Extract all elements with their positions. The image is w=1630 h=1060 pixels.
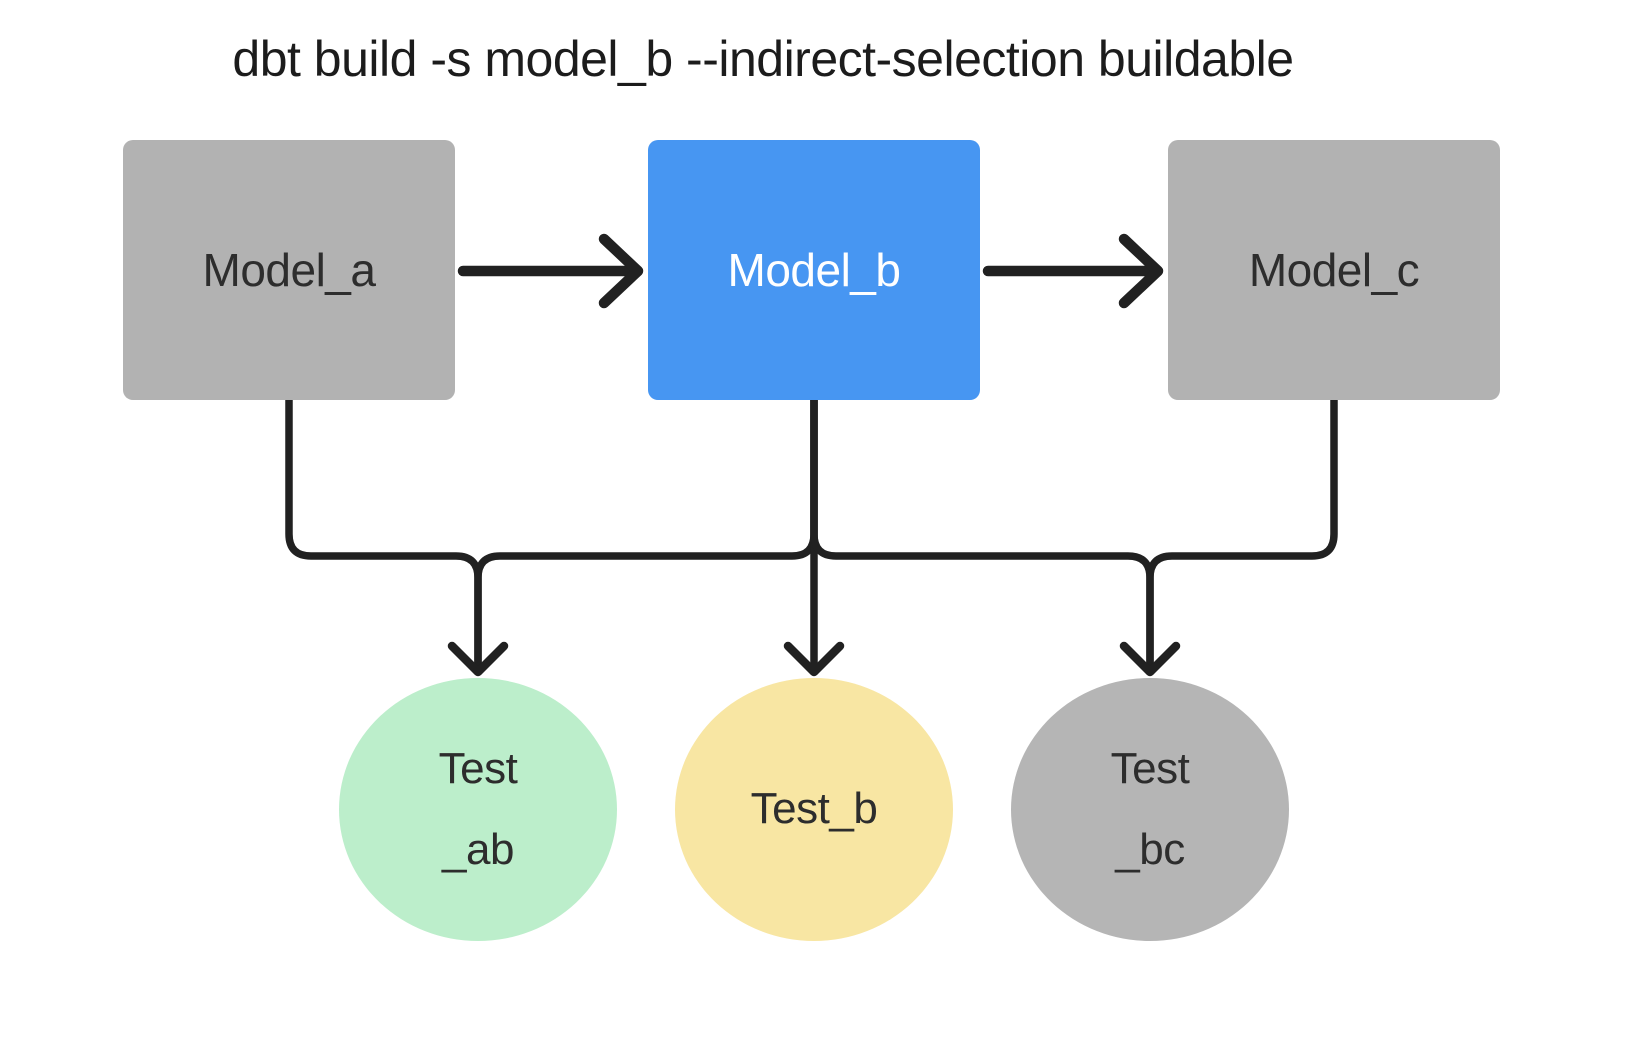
arrowhead-test-ab xyxy=(447,641,509,677)
node-model-b-label: Model_b xyxy=(727,244,901,296)
node-model-a-label: Model_a xyxy=(202,244,376,296)
arrowhead-test-b xyxy=(783,641,845,677)
node-test-ab: Test _ab xyxy=(339,678,617,941)
node-test-b: Test_b xyxy=(675,678,953,941)
node-model-a: Model_a xyxy=(123,140,455,400)
node-model-c-label: Model_c xyxy=(1248,244,1420,296)
node-test-ab-label-line2: _ab xyxy=(442,824,514,874)
arrowhead-model-a-to-model-b xyxy=(598,233,644,309)
node-model-b: Model_b xyxy=(648,140,980,400)
node-test-b-label-line1: Test_b xyxy=(750,784,878,834)
arrowhead-model-b-to-model-c xyxy=(1118,233,1164,309)
node-test-ab-label-line1: Test xyxy=(438,744,518,794)
node-test-bc: Test _bc xyxy=(1011,678,1289,941)
edge-model-b-to-test-bc xyxy=(810,396,1154,668)
edge-model-c-to-test-bc xyxy=(1146,396,1338,668)
edge-model-a-to-test-ab xyxy=(285,396,482,668)
node-test-bc-label-line1: Test xyxy=(1110,744,1190,794)
diagram-title: dbt build -s model_b --indirect-selectio… xyxy=(232,31,1294,87)
node-test-bc-label-line2: _bc xyxy=(1115,824,1185,874)
arrowhead-test-bc xyxy=(1119,641,1181,677)
edge-model-b-to-test-ab xyxy=(474,396,818,668)
node-model-c: Model_c xyxy=(1168,140,1500,400)
